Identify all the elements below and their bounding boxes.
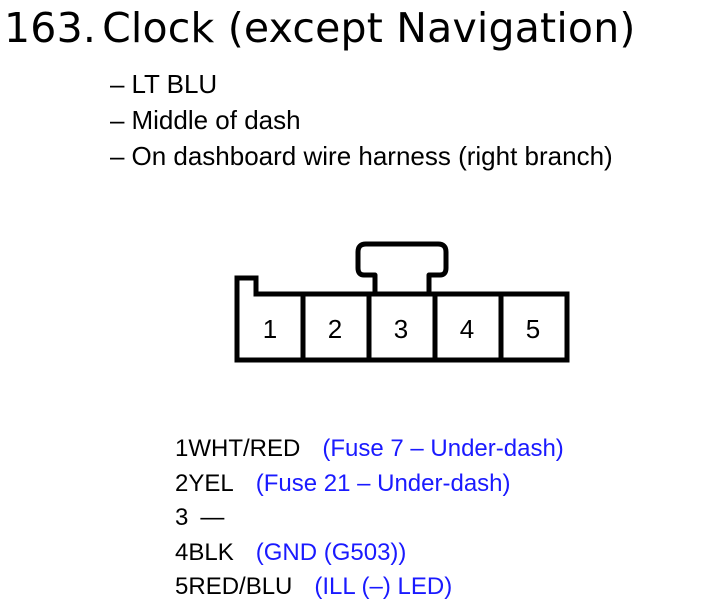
connector-housing <box>234 275 570 363</box>
pin-number: 2 <box>175 469 189 497</box>
pin-row: 4BLK (GND (G503)) <box>175 536 564 571</box>
note-text: LT BLU <box>131 69 218 99</box>
pin-number: 3 <box>175 504 189 532</box>
pin-circuit: (Fuse 7 – Under-dash) <box>322 435 564 462</box>
note-text: Middle of dash <box>131 105 301 135</box>
pin-row: 5RED/BLU (ILL (–) LED) <box>175 570 564 605</box>
pin-circuit: (ILL (–) LED) <box>314 573 453 601</box>
note-item: –Middle of dash <box>110 102 613 138</box>
pin-circuit: (GND (G503)) <box>255 538 407 566</box>
page-title: 163.Clock (except Navigation) <box>4 4 636 52</box>
pin-number: 1 <box>175 435 189 462</box>
pin-row: 3— <box>175 501 564 536</box>
pin-circuit: (Fuse 21 – Under-dash) <box>255 469 511 497</box>
note-text: On dashboard wire harness (right branch) <box>131 141 613 171</box>
cavity-label-1: 1 <box>263 314 277 344</box>
cavity-label-5: 5 <box>526 314 540 344</box>
connector-latch <box>355 241 449 294</box>
note-dash: – <box>110 105 125 135</box>
note-item: –On dashboard wire harness (right branch… <box>110 138 613 174</box>
pin-row: 1WHT/RED (Fuse 7 – Under-dash) <box>175 432 564 467</box>
pin-wire-color: — <box>200 504 225 532</box>
note-dash: – <box>110 69 125 99</box>
pin-number: 5 <box>175 573 189 601</box>
note-item: –LT BLU <box>110 66 613 102</box>
cavity-label-4: 4 <box>460 314 474 344</box>
pin-number: 4 <box>175 538 189 566</box>
connector-number: 163. <box>4 4 97 52</box>
pin-row: 2YEL (Fuse 21 – Under-dash) <box>175 467 564 502</box>
pin-wire-color: BLK <box>188 538 234 566</box>
connector-diagram: 1 2 3 4 5 <box>234 241 570 363</box>
cavity-label-2: 2 <box>328 314 342 344</box>
note-dash: – <box>110 141 125 171</box>
pin-wire-color: WHT/RED <box>188 435 301 462</box>
connector-name: Clock (except Navigation) <box>102 4 636 52</box>
cavity-label-3: 3 <box>394 314 408 344</box>
pin-wire-color: YEL <box>188 469 234 497</box>
pin-list: 1WHT/RED (Fuse 7 – Under-dash) 2YEL (Fuse … <box>175 432 564 605</box>
pin-wire-color: RED/BLU <box>188 573 293 601</box>
connector-notes: –LT BLU –Middle of dash –On dashboard wi… <box>110 66 613 174</box>
